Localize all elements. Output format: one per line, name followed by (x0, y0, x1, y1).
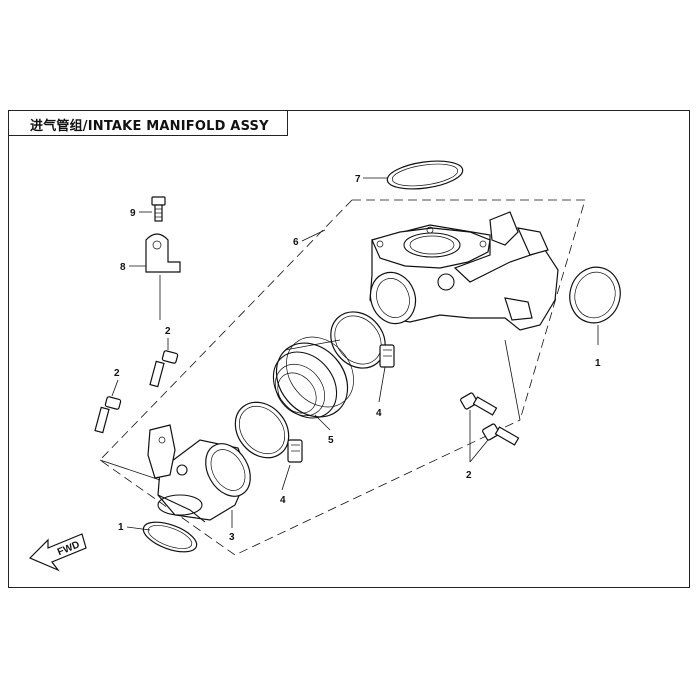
gasket-ring-top (386, 160, 464, 190)
diagram-frame (8, 110, 690, 588)
title-box (8, 110, 288, 136)
callout-2-upper: 2 (165, 326, 171, 337)
callout-4-lower: 4 (280, 495, 286, 506)
bolt-9 (151, 196, 166, 222)
intake-manifold-body (369, 211, 559, 331)
callout-9: 9 (130, 208, 136, 219)
callout-7: 7 (355, 174, 361, 185)
leader-lines (99, 177, 599, 531)
hose-clamp-lower (234, 401, 303, 463)
adapter-pipe (147, 424, 251, 523)
callout-1-right: 1 (595, 358, 601, 369)
bolt-2-right-a (460, 392, 498, 416)
fwd-direction-arrow: FWD (28, 533, 87, 572)
o-ring-right (569, 266, 621, 324)
callout-8: 8 (120, 262, 126, 273)
bolt-2-upper (149, 350, 179, 388)
callout-1-left: 1 (118, 522, 124, 533)
bolt-2-right-b (482, 423, 520, 446)
mounting-bracket (145, 233, 181, 273)
callout-4-upper: 4 (376, 408, 382, 419)
assembly-boundary-dashed (99, 199, 586, 556)
callout-3: 3 (229, 532, 235, 543)
callout-2-left: 2 (114, 368, 120, 379)
callout-5: 5 (328, 435, 334, 446)
o-ring-left (142, 521, 198, 553)
bolt-2-left (94, 396, 122, 434)
callout-6: 6 (293, 237, 299, 248)
diagram-title: 进气管组/INTAKE MANIFOLD ASSY (30, 119, 269, 134)
intake-hose-boot (272, 336, 354, 419)
callout-2-right: 2 (466, 470, 472, 481)
